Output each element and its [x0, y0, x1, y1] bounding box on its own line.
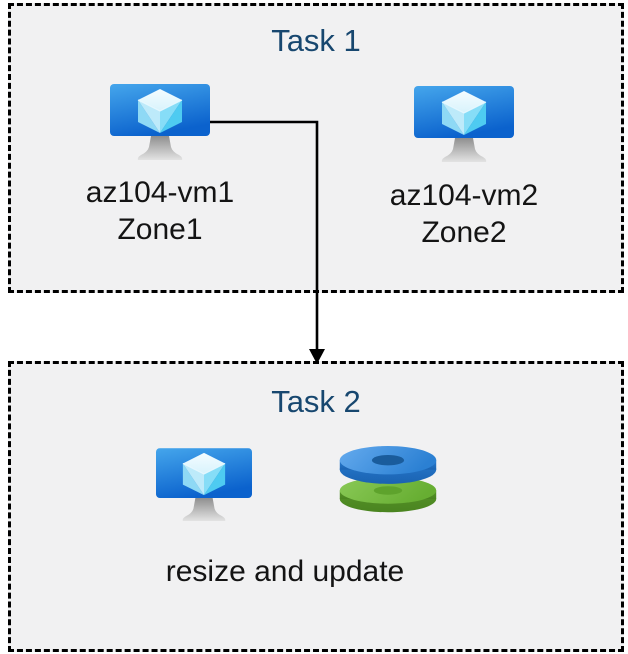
virtual-machine-icon	[414, 86, 514, 166]
vm1-zone: Zone1	[117, 213, 203, 246]
vm2-name: az104-vm2	[389, 179, 539, 212]
vm2-label: az104-vm2 Zone2	[344, 177, 584, 251]
virtual-machine-icon	[110, 84, 210, 164]
vm2-zone: Zone2	[421, 216, 507, 249]
task2-title: Task 2	[271, 384, 361, 419]
task1-title: Task 1	[271, 23, 361, 58]
task2-box: Task 2	[8, 361, 624, 652]
task2-caption: resize and update	[165, 555, 405, 588]
virtual-machine-icon	[156, 448, 252, 525]
managed-disks-icon	[336, 445, 440, 517]
vm1-label: az104-vm1 Zone1	[40, 174, 280, 248]
vm1-name: az104-vm1	[85, 176, 235, 209]
